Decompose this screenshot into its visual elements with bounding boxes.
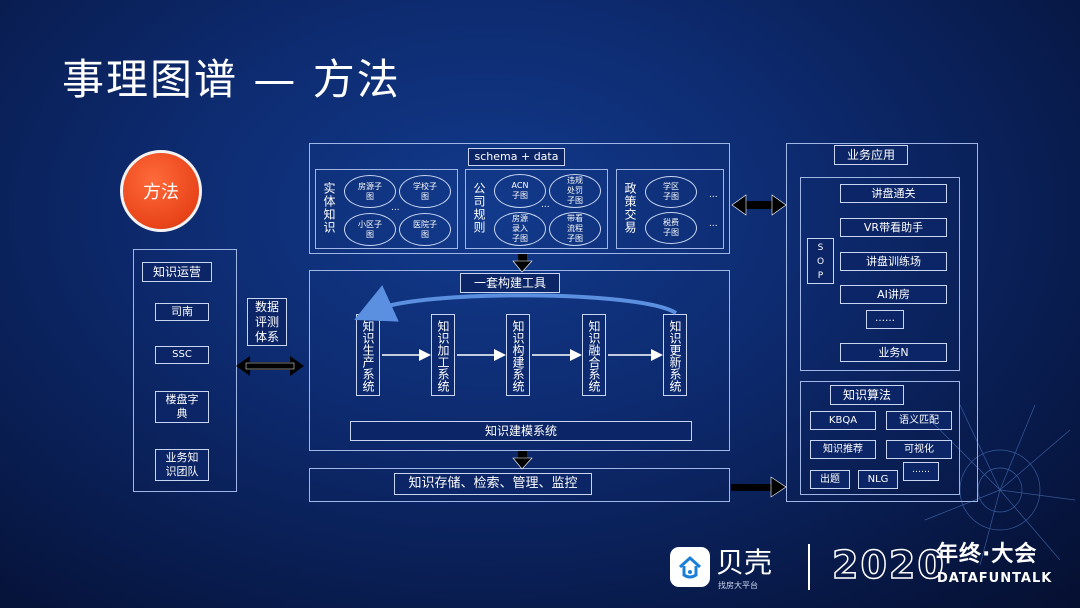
ops-item-building-dict: 楼盘字典 (155, 391, 209, 423)
biz-item-more: …… (866, 310, 904, 329)
footer-event-en: DATAFUNTALK (937, 571, 1053, 586)
ops-item-biz-team: 业务知识团队 (155, 449, 209, 481)
policy-more-2: ... (709, 219, 718, 229)
sys-processing: 知识加工系统 (431, 314, 455, 396)
data-app-double-arrow (731, 194, 787, 216)
biz-item-3: 讲盘训练场 (840, 252, 947, 271)
company-rules-label: 公司规则 (472, 182, 486, 234)
business-app-title: 业务应用 (834, 145, 908, 165)
company-rules-group (465, 169, 608, 249)
node-community: 小区子图 (344, 213, 396, 246)
algo-kbqa: KBQA (810, 411, 876, 430)
modeling-system: 知识建模系统 (350, 421, 692, 441)
data-eval-system: 数据评测体系 (247, 298, 287, 346)
company-more: ... (541, 200, 550, 210)
node-school: 学校子图 (399, 175, 451, 208)
storage-label: 知识存储、检索、管理、监控 (394, 473, 592, 495)
page-title: 事理图谱 — 方法 (62, 55, 401, 104)
toolchain-label: 一套构建工具 (460, 273, 560, 293)
node-house: 房源子图 (344, 175, 396, 208)
biz-item-4: AI讲房 (840, 285, 947, 304)
entity-knowledge-label: 实体知识 (322, 182, 336, 234)
decorative-burst (924, 404, 1076, 566)
footer-divider (808, 544, 810, 590)
node-listing-entry: 房源录入子图 (494, 212, 546, 246)
node-acn: ACN子图 (494, 174, 546, 208)
sys-construction: 知识构建系统 (506, 314, 530, 396)
entity-knowledge-group (315, 169, 458, 249)
schema-data-panel (309, 143, 730, 254)
policy-trade-group (616, 169, 724, 249)
footer-event: 年终·大会 (936, 542, 1038, 567)
ops-item-sinan: 司南 (155, 303, 209, 321)
brand-sub: 找房大平台 (718, 581, 758, 590)
schema-data-label: schema + data (468, 148, 565, 166)
algo-nlg: NLG (858, 470, 898, 489)
policy-more-1: ... (709, 190, 718, 200)
algo-semantic-match: 语义匹配 (886, 411, 952, 430)
biz-item-n: 业务N (840, 343, 947, 362)
ops-item-ssc: SSC (155, 346, 209, 364)
algo-visualize: 可视化 (886, 440, 952, 459)
home-icon (678, 556, 702, 579)
policy-trade-label: 政策交易 (623, 182, 637, 234)
node-school-district: 学区子图 (645, 176, 697, 208)
sys-production: 知识生产系统 (356, 314, 380, 396)
node-hospital: 医院子图 (399, 213, 451, 246)
node-tax: 税费子图 (645, 212, 697, 244)
node-violation: 违规处罚子图 (549, 174, 601, 208)
footer-year: 2020 (831, 542, 946, 588)
knowledge-ops-title: 知识运营 (142, 262, 212, 282)
method-badge-label: 方法 (143, 182, 179, 203)
algo-more: …… (903, 462, 939, 481)
storage-app-arrow (731, 476, 787, 498)
down-arrow-2 (512, 451, 533, 470)
algorithm-group (800, 381, 960, 495)
algorithm-title: 知识算法 (830, 385, 904, 405)
business-app-group (800, 177, 960, 371)
node-viewing-flow: 带看流程子图 (549, 212, 601, 246)
algo-recommend: 知识推荐 (810, 440, 876, 459)
biz-item-2: VR带看助手 (840, 218, 947, 237)
method-badge: 方法 (120, 150, 202, 232)
brand-name: 贝壳 (716, 546, 773, 579)
ops-toolchain-double-arrow (236, 356, 304, 376)
sys-update: 知识更新系统 (663, 314, 687, 396)
algo-quiz: 出题 (810, 470, 850, 489)
entity-more: ... (391, 203, 400, 213)
right-panel (786, 143, 978, 502)
beike-logo (670, 547, 710, 587)
biz-item-1: 讲盘通关 (840, 184, 947, 203)
sop-label: SOP (807, 238, 834, 284)
sys-fusion: 知识融合系统 (582, 314, 606, 396)
